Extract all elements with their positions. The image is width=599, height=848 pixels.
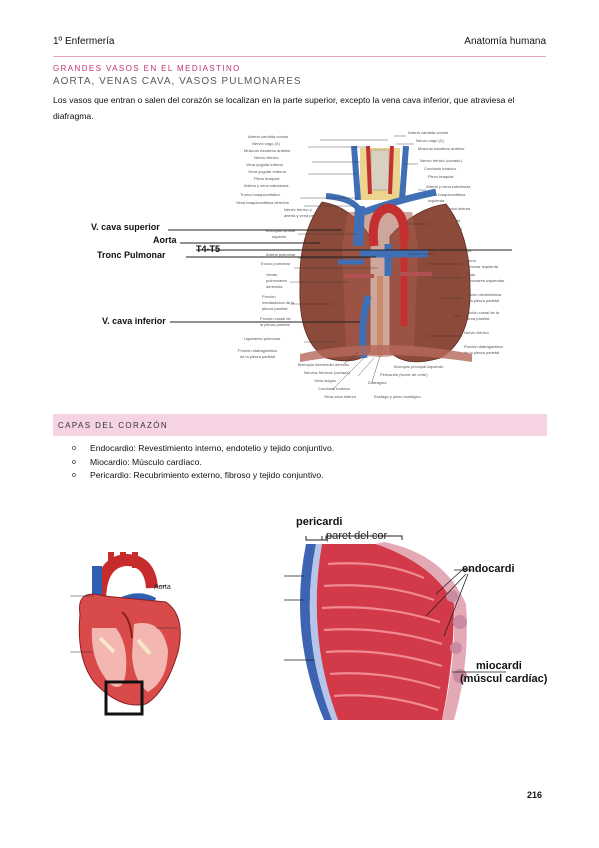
svg-text:Esófago y plexo esofágico: Esófago y plexo esofágico — [374, 394, 421, 399]
heart-label-aorta: Aorta — [154, 584, 171, 591]
svg-text:Músculo escaleno anterior: Músculo escaleno anterior — [418, 146, 465, 151]
heart-illustration — [70, 552, 181, 716]
svg-text:Nervio frénico: Nervio frénico — [464, 330, 489, 335]
svg-text:Conducto torácico: Conducto torácico — [318, 386, 351, 391]
svg-text:pulmonar izquierda: pulmonar izquierda — [464, 264, 499, 269]
label-aorta: Aorta — [153, 235, 177, 245]
svg-text:Tronco pulmonar: Tronco pulmonar — [260, 261, 291, 266]
svg-text:de la pleura parietal: de la pleura parietal — [240, 354, 275, 359]
section-subtitle: AORTA, VENAS CAVA, VASOS PULMONARES — [53, 76, 302, 87]
svg-text:Arteria pulmonar: Arteria pulmonar — [266, 252, 296, 257]
section-title: GRANDES VASOS EN EL MEDIASTINO — [53, 64, 241, 73]
svg-text:Vena ácigos: Vena ácigos — [314, 378, 336, 383]
svg-text:Arteria carótida común: Arteria carótida común — [248, 134, 288, 139]
svg-text:superior: superior — [272, 234, 287, 239]
svg-text:Arteria torácica interna: Arteria torácica interna — [430, 206, 471, 211]
svg-text:Tronco braquiocefálico: Tronco braquiocefálico — [240, 192, 281, 197]
svg-text:Arteria y vena subclavias: Arteria y vena subclavias — [244, 183, 288, 188]
svg-text:Diafragma: Diafragma — [368, 380, 387, 385]
section-header-band — [53, 414, 547, 436]
svg-text:pleura parietal: pleura parietal — [262, 306, 287, 311]
label-t4-t5: T4-T5 — [196, 244, 221, 254]
svg-text:izquierda: izquierda — [428, 198, 445, 203]
svg-text:Nervio vago (X): Nervio vago (X) — [252, 141, 280, 146]
label-vena-cava-superior: V. cava superior — [91, 222, 160, 232]
svg-text:Nervios frénicos (cortado): Nervios frénicos (cortado) — [304, 370, 350, 375]
svg-text:de la pleura parietal: de la pleura parietal — [464, 350, 499, 355]
svg-text:Porción: Porción — [262, 294, 276, 299]
course-label: 1º Enfermería — [53, 36, 115, 47]
list-item: Endocardio: Revestimiento interno, endot… — [72, 442, 334, 456]
list-item: Pericardio: Recubrimiento externo, fibro… — [72, 469, 334, 483]
section-title-layers: CAPAS DEL CORAZÓN — [58, 421, 169, 430]
page-number: 216 — [526, 790, 542, 800]
svg-text:Pericardio (borde de corte): Pericardio (borde de corte) — [380, 372, 428, 377]
svg-text:Bronquio principal izquierdo: Bronquio principal izquierdo — [394, 364, 444, 369]
svg-text:Vena yugular externa: Vena yugular externa — [248, 169, 287, 174]
svg-text:Nervio vago (X): Nervio vago (X) — [416, 138, 444, 143]
svg-text:Músculo escaleno anterior: Músculo escaleno anterior — [244, 148, 291, 153]
svg-text:Ligamento pulmonar: Ligamento pulmonar — [244, 336, 281, 341]
svg-text:Bronquio intermedio derecho: Bronquio intermedio derecho — [298, 362, 350, 367]
svg-text:Nervio frénico y: Nervio frénico y — [284, 207, 312, 212]
svg-text:Porción diafragmática: Porción diafragmática — [238, 348, 277, 353]
label-vena-cava-inferior: V. cava inferior — [102, 316, 166, 326]
svg-text:de la pleura parietal: de la pleura parietal — [464, 298, 499, 303]
svg-text:arteria y vena pericardiofréni: arteria y vena pericardiofrénicas — [284, 213, 341, 218]
list-item: Miocardio: Músculo cardíaco. — [72, 456, 334, 470]
svg-text:Arteria: Arteria — [464, 258, 477, 263]
svg-text:Plexo braquial: Plexo braquial — [428, 174, 453, 179]
mediastinum-figure: Arteria carótida común Nervio vago (X) M… — [88, 126, 518, 410]
heart-wall-figure — [284, 534, 546, 722]
svg-text:Porción costal de: Porción costal de — [260, 316, 291, 321]
svg-text:pleura parietal: pleura parietal — [464, 316, 489, 321]
svg-text:mediastínica de la: mediastínica de la — [262, 300, 295, 305]
header-divider — [53, 56, 546, 57]
label-paret-del-cor: paret del cor — [326, 530, 388, 542]
svg-text:derechas: derechas — [266, 284, 282, 289]
heart-figure — [70, 552, 190, 718]
svg-text:pulmonares: pulmonares — [266, 278, 287, 283]
label-tronc-pulmonar: Tronc Pulmonar — [97, 250, 166, 260]
label-miocardi: miocardi — [476, 660, 522, 672]
svg-text:pulmonares izquierdas: pulmonares izquierdas — [464, 278, 504, 283]
svg-text:Vena cava inferior: Vena cava inferior — [324, 394, 357, 399]
svg-text:Porción mediastínica: Porción mediastínica — [464, 292, 502, 297]
svg-text:Arteria y vena subclavias: Arteria y vena subclavias — [426, 184, 470, 189]
svg-text:Arteria carótida común: Arteria carótida común — [408, 130, 448, 135]
svg-text:Vena braquiocefálica: Vena braquiocefálica — [428, 192, 466, 197]
svg-text:Conducto torácico: Conducto torácico — [424, 166, 457, 171]
svg-text:Nervio frénico: Nervio frénico — [254, 155, 279, 160]
label-pericardi: pericardi — [296, 516, 343, 528]
heart-wall-illustration — [284, 535, 506, 720]
svg-text:Porción costal de la: Porción costal de la — [464, 310, 500, 315]
label-endocardi: endocardi — [462, 563, 515, 575]
svg-text:Venas: Venas — [266, 272, 277, 277]
mediastinum-illustration: Arteria carótida común Nervio vago (X) M… — [168, 130, 512, 399]
label-muscul-cardiac: (múscul cardíac) — [460, 673, 548, 685]
svg-text:Vena yugular interna: Vena yugular interna — [246, 162, 283, 167]
svg-text:Vena braquiocefálica derecha: Vena braquiocefálica derecha — [236, 200, 289, 205]
svg-text:la pleura parietal: la pleura parietal — [260, 322, 290, 327]
subject-label: Anatomía humana — [464, 36, 546, 47]
heart-layers-list: Endocardio: Revestimiento interno, endot… — [72, 442, 334, 483]
svg-text:Plexo braquial: Plexo braquial — [254, 176, 279, 181]
svg-text:Nervio frénico (cortado): Nervio frénico (cortado) — [420, 158, 462, 163]
svg-text:Porción diafragmática: Porción diafragmática — [464, 344, 503, 349]
intro-paragraph: Los vasos que entran o salen del corazón… — [53, 95, 515, 121]
